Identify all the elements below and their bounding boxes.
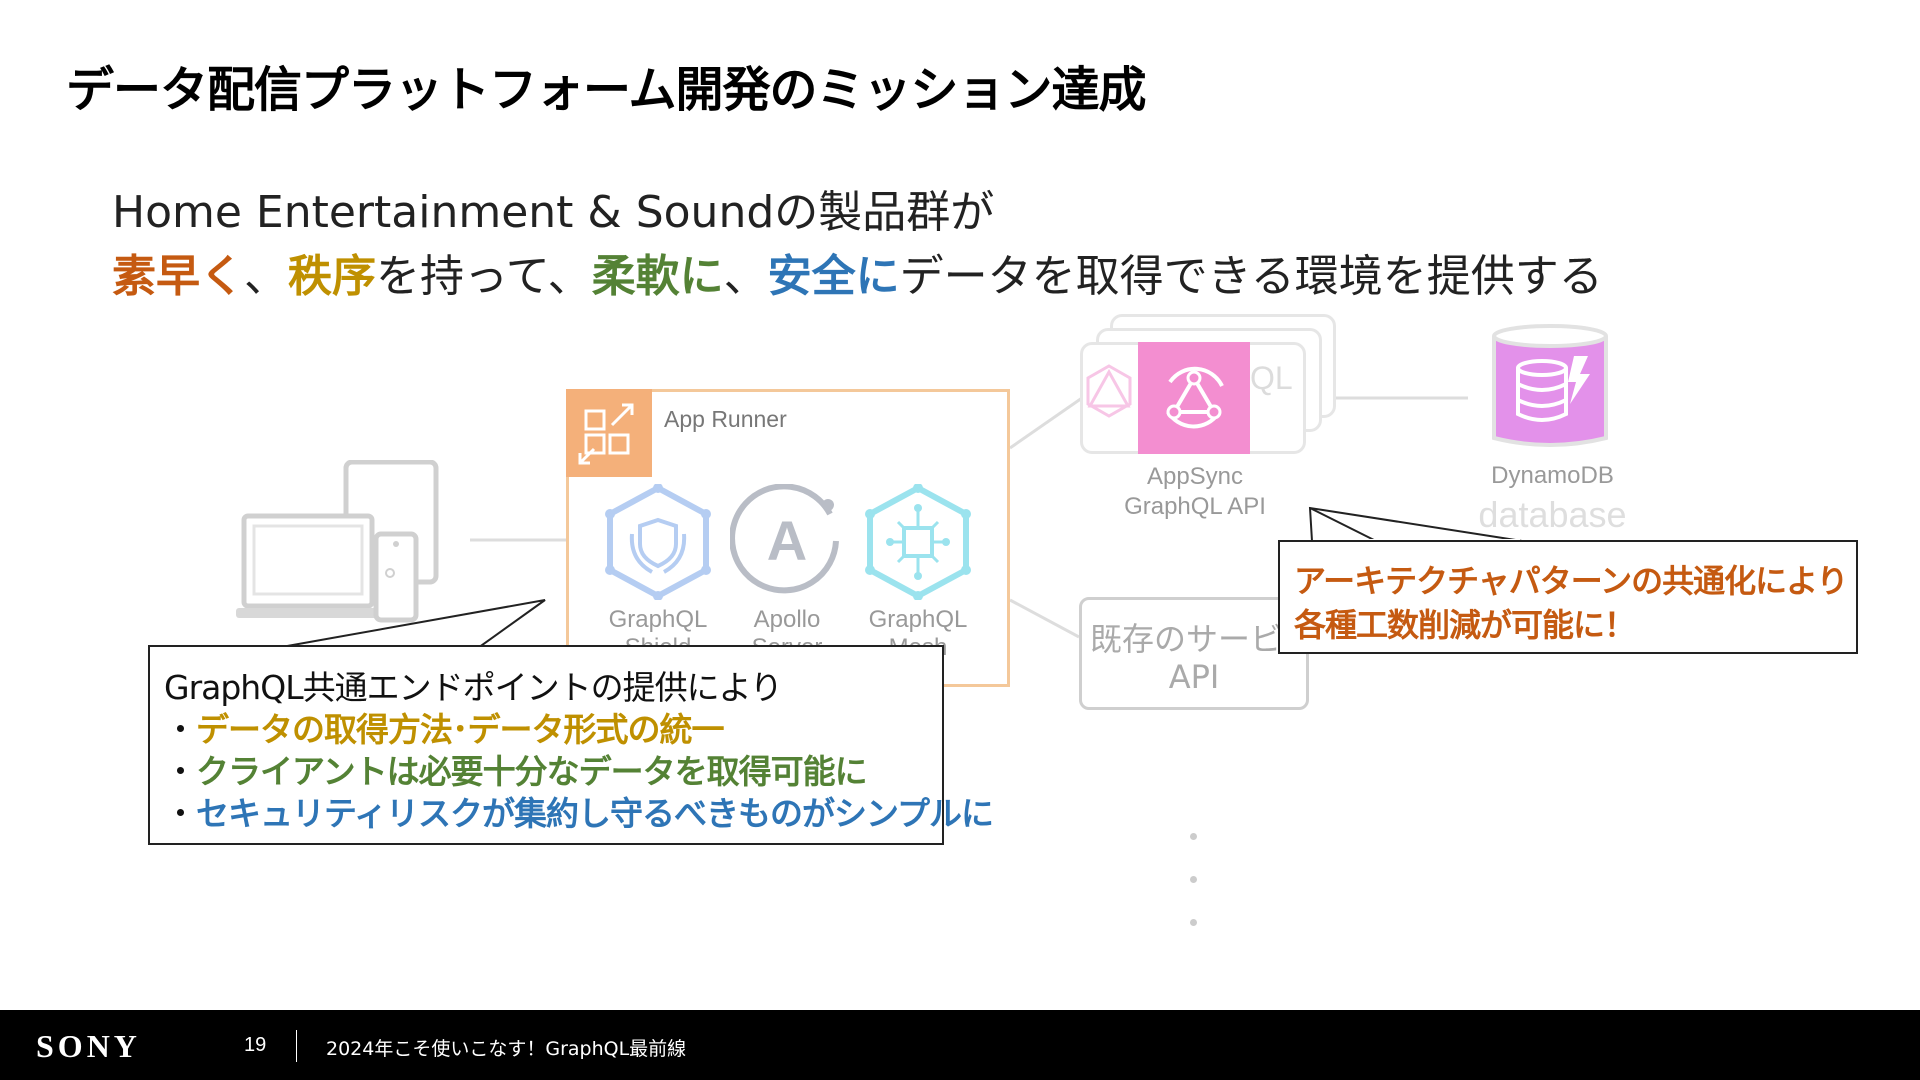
dynamodb-label: DynamoDB	[1491, 462, 1614, 489]
subtitle-text: 、	[244, 251, 288, 302]
callout-heading: GraphQL共通エンドポイントの提供により	[164, 668, 783, 707]
keyword-order: 秩序	[288, 251, 376, 302]
sony-logo: SONY	[36, 1028, 141, 1064]
callout-bullet-1: ・データの取得方法･データ形式の統一	[164, 703, 724, 751]
existing-service-label: 既存のサービス	[1090, 620, 1309, 658]
callout-bullet-2: ・クライアントは必要十分なデータを取得可能に	[164, 745, 868, 793]
bullet-dot: ・	[164, 794, 197, 833]
bullet-text-unify: データの取得方法･データ形式の統一	[196, 710, 724, 749]
footer-presentation-title: 2024年こそ使いこなす！GraphQL最前線	[326, 1038, 687, 1060]
callout-bullet-3: ・セキュリティリスクが集約し守るべきものがシンプルに	[164, 787, 994, 835]
appsync-label-line-2: GraphQL API	[1124, 493, 1266, 520]
mesh-icon	[865, 484, 971, 600]
appsync-label: AppSync GraphQL API	[1090, 462, 1300, 522]
apprunner-label: App Runner	[664, 406, 787, 432]
appsync-label-line-1: AppSync	[1146, 463, 1244, 490]
ellipsis-dot	[1190, 876, 1197, 883]
page-number: 19	[244, 1034, 267, 1056]
keyword-flexible: 柔軟に	[591, 251, 724, 302]
subtitle-line-2: 素早く、秩序を持って、柔軟に、安全にデータを取得できる環境を提供する	[112, 240, 1603, 304]
subtitle-text: を持って、	[376, 251, 592, 302]
subtitle-text: データを取得できる環境を提供する	[899, 251, 1603, 302]
svg-text:A: A	[767, 509, 807, 572]
ellipsis-dot	[1190, 919, 1197, 926]
keyword-secure: 安全に	[767, 251, 900, 302]
existing-api-label: API	[1168, 658, 1220, 696]
architecture-callout-line-2: 各種工数削減が可能に！	[1294, 606, 1636, 644]
client-devices-icon	[236, 460, 439, 623]
ellipsis-dot	[1190, 833, 1197, 840]
bullet-dot: ・	[164, 710, 197, 749]
dynamodb-icon	[1492, 324, 1608, 447]
slide-title: データ配信プラットフォーム開発のミッション達成	[66, 62, 1147, 118]
appsync-ql-text: QL	[1250, 360, 1293, 396]
appsync-icon	[1138, 342, 1250, 454]
bullet-dot: ・	[164, 752, 197, 791]
apollo-icon: A	[730, 484, 839, 594]
subtitle-text: 、	[723, 251, 768, 302]
graphql-logo-icon	[1086, 364, 1132, 418]
architecture-callout-line-1: アーキテクチャパターンの共通化により	[1294, 562, 1849, 600]
footer-bar	[0, 1010, 1920, 1080]
mesh-label-1: GraphQL	[868, 606, 968, 633]
subtitle-line-1: Home Entertainment & Soundの製品群が	[112, 187, 995, 238]
existing-service-api: 既存のサービス API	[1079, 597, 1309, 710]
keyword-quick: 素早く	[112, 251, 244, 302]
bullet-text-security: セキュリティリスクが集約し守るべきものがシンプルに	[196, 794, 994, 833]
apollo-label-1: Apollo	[753, 606, 821, 633]
bullet-text-client: クライアントは必要十分なデータを取得可能に	[196, 752, 868, 791]
apprunner-icon	[566, 389, 652, 477]
shield-icon	[605, 484, 711, 600]
architecture-callout: アーキテクチャパターンの共通化により 各種工数削減が可能に！	[1278, 540, 1858, 654]
graphql-benefits-callout: GraphQL共通エンドポイントの提供により ・データの取得方法･データ形式の統…	[148, 645, 994, 845]
shield-label-1: GraphQL	[608, 606, 708, 633]
dynamodb-sublabel: database	[1478, 494, 1627, 535]
footer-divider	[296, 1030, 297, 1062]
